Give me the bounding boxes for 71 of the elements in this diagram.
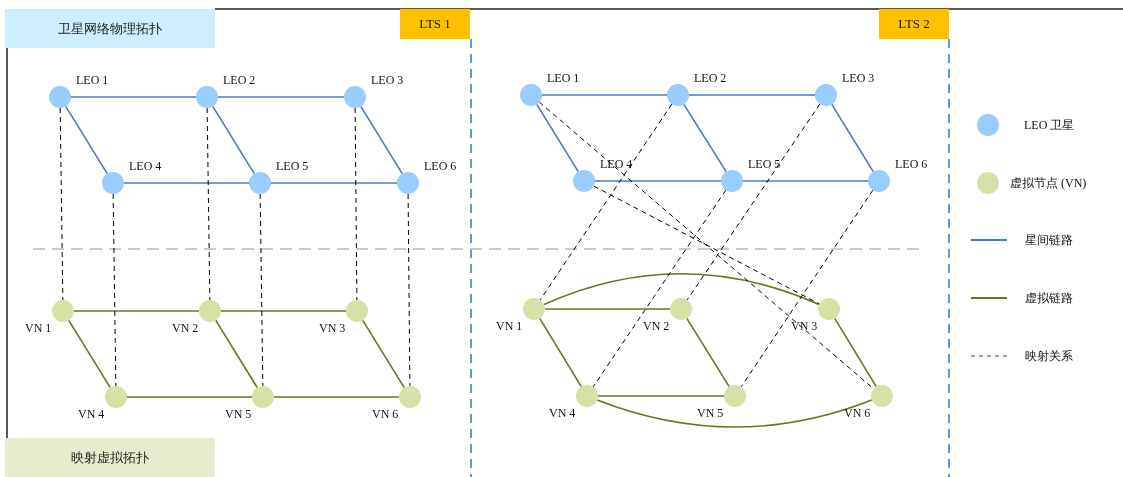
node-label: LEO 5: [748, 157, 781, 171]
link-line: [126, 396, 253, 398]
legend-text: LEO 卫星: [1024, 118, 1075, 132]
link-line: [541, 94, 668, 96]
link-line: [64, 105, 109, 175]
node-label: VN 6: [372, 407, 399, 421]
link-line: [220, 310, 347, 312]
node-label: VN 3: [791, 319, 818, 333]
node-label: VN 5: [225, 407, 252, 421]
link-line: [359, 105, 404, 175]
legend-text: 星间链路: [1025, 233, 1073, 247]
node-label: LEO 3: [371, 73, 404, 87]
dashed-line: [539, 103, 673, 301]
link-line: [270, 182, 398, 184]
node-label: VN 6: [844, 406, 871, 420]
tag-label: LTS 1: [400, 9, 470, 39]
link-line: [833, 317, 878, 388]
link-line: [217, 96, 345, 98]
node-label: LEO 4: [129, 159, 162, 173]
node-label: VN 1: [496, 319, 523, 333]
header-banner: 卫星网络物理拓扑: [5, 9, 215, 48]
link-line: [686, 317, 730, 388]
link-line: [742, 180, 869, 182]
node-label: VN 1: [25, 321, 52, 335]
link-line: [67, 319, 112, 389]
node-label: LEO 3: [842, 71, 875, 85]
dashed-line: [354, 107, 358, 301]
node-label: LEO 5: [276, 159, 309, 173]
node-label: LEO 2: [223, 73, 256, 87]
node-label: VN 2: [643, 319, 670, 333]
dashed-line: [740, 189, 874, 388]
node-label: LEO 6: [895, 157, 928, 171]
link-line: [214, 319, 259, 389]
dashed-line: [206, 107, 211, 301]
dashed-line: [593, 185, 820, 305]
node-label: LEO 1: [547, 71, 580, 85]
link-line: [273, 396, 400, 398]
dashed-line: [592, 189, 727, 388]
legend-text: 虚拟节点 (VN): [1010, 176, 1087, 190]
link-line: [73, 310, 200, 312]
link-line: [361, 319, 406, 389]
node-label: VN 4: [78, 407, 105, 421]
legend-text: 虚拟链路: [1025, 291, 1073, 305]
node-label: VN 2: [172, 321, 199, 335]
link-line: [535, 103, 580, 173]
node-label: VN 3: [319, 321, 346, 335]
dashed-line: [59, 107, 64, 301]
link-line: [123, 182, 250, 184]
dashed-line: [407, 193, 411, 387]
node-label: LEO 2: [694, 71, 727, 85]
legend-text: 映射关系: [1025, 349, 1073, 363]
curved-link-line: [596, 399, 873, 428]
link-line: [70, 96, 197, 98]
link-line: [597, 395, 725, 397]
tag-label: LTS 2: [879, 9, 949, 39]
node-label: VN 4: [549, 406, 576, 420]
link-line: [211, 105, 256, 175]
dashed-line: [112, 193, 117, 387]
node-label: VN 5: [697, 406, 724, 420]
link-line: [688, 94, 816, 96]
link-line: [538, 317, 583, 388]
dashed-line: [686, 103, 821, 301]
link-line: [594, 180, 722, 182]
link-line: [544, 308, 671, 310]
link-line: [830, 103, 875, 173]
node-label: LEO 1: [76, 73, 109, 87]
link-line: [683, 103, 727, 173]
node-label: LEO 6: [424, 159, 457, 173]
header-banner: 映射虚拟拓扑: [5, 438, 215, 477]
curved-link-line: [543, 272, 820, 306]
dashed-line: [259, 193, 264, 387]
